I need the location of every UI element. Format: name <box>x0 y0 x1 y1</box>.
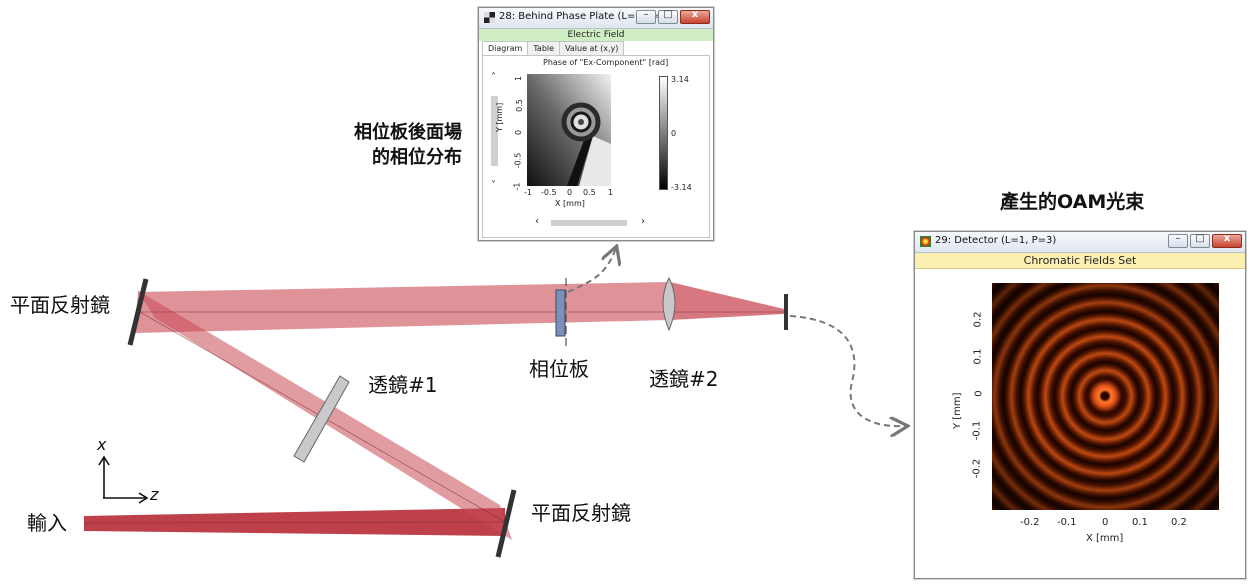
vertical-scrollbar[interactable] <box>491 96 498 166</box>
tab-table[interactable]: Table <box>527 41 561 55</box>
window-icon <box>920 236 931 247</box>
phase-y-tick: 1 <box>514 75 524 82</box>
label-axis-z: z <box>150 485 159 504</box>
minimize-icon: – <box>1175 233 1181 244</box>
minimize-button[interactable]: – <box>1168 233 1188 248</box>
detector-y-tick: -0.1 <box>971 420 983 441</box>
detector-window[interactable]: 29: Detector (L=1, P=3) – □ x Chromatic … <box>914 231 1246 579</box>
label-oam-caption: 產生的OAM光束 <box>1000 191 1145 213</box>
maximize-icon: □ <box>663 9 673 20</box>
oam-vignette <box>992 283 1219 510</box>
label-phase-caption-1: 相位板後面場 <box>354 122 462 143</box>
detector-x-tick: 0.1 <box>1132 517 1148 528</box>
detector-y-tick: -0.2 <box>971 458 983 479</box>
scroll-down-arrow[interactable]: ˅ <box>491 180 496 191</box>
detector-x-tick: 0 <box>1102 517 1109 528</box>
phase-y-label: Y [mm] <box>495 102 504 132</box>
detector-y-tick: 0.2 <box>972 311 984 328</box>
label-phase-caption-2: 的相位分布 <box>372 147 462 168</box>
beam-segment-focus <box>670 282 784 320</box>
label-axis-x: x <box>97 435 107 454</box>
lens-1 <box>293 375 350 463</box>
detector-y-tick: 0 <box>973 390 985 397</box>
label-lens-2: 透鏡#2 <box>649 367 719 391</box>
colorbar-tick-zero: 0 <box>671 129 677 138</box>
arrow-to-detector-window <box>789 315 906 426</box>
detector-x-label: X [mm] <box>1086 533 1124 544</box>
detector-y-tick: 0.1 <box>972 348 984 365</box>
phase-window-banner: Electric Field <box>479 29 713 41</box>
phase-window-tabs: Diagram Table Value at (x,y) <box>482 41 625 55</box>
close-button[interactable]: x <box>1212 233 1242 248</box>
scroll-right-arrow[interactable]: › <box>641 216 645 227</box>
phase-window[interactable]: 28: Behind Phase Plate (L=1, P=3) – □ x … <box>478 7 714 241</box>
phase-diagram-panel: Phase of "Ex-Component" [rad] ˄ ˅ Y [mm]… <box>482 55 710 238</box>
phase-y-tick: -0.5 <box>513 152 523 169</box>
axis-x-arrowhead <box>98 455 110 466</box>
phase-window-controls: – □ x <box>636 9 710 24</box>
close-button[interactable]: x <box>680 9 710 24</box>
phase-x-tick: -1 <box>524 188 532 197</box>
label-lens-1: 透鏡#1 <box>368 373 438 397</box>
phase-x-tick: 0 <box>567 188 573 197</box>
oam-intensity-map <box>992 283 1219 510</box>
detector-diagram-panel: Y [mm] 0.2 0.1 0 -0.1 -0.2 -0.2 -0.1 0 0… <box>918 269 1240 573</box>
lens-2 <box>662 276 676 332</box>
scroll-up-arrow[interactable]: ˄ <box>491 72 496 83</box>
window-icon <box>484 12 495 23</box>
phase-x-tick: 1 <box>608 188 614 197</box>
close-icon: x <box>691 9 699 20</box>
detector-window-titlebar[interactable]: 29: Detector (L=1, P=3) – □ x <box>915 232 1245 253</box>
detector-window-title: 29: Detector (L=1, P=3) <box>935 235 1057 246</box>
scroll-left-arrow[interactable]: ‹ <box>535 216 539 227</box>
phase-plot-title: Phase of "Ex-Component" [rad] <box>543 58 669 67</box>
phase-x-tick: -0.5 <box>541 188 557 197</box>
phase-window-titlebar[interactable]: 28: Behind Phase Plate (L=1, P=3) – □ x <box>479 8 713 29</box>
label-phase-plate: 相位板 <box>529 357 589 381</box>
label-mirror-top: 平面反射鏡 <box>10 293 110 317</box>
beam-segment-to-phase-plate <box>134 282 670 333</box>
input-beam <box>84 508 505 536</box>
colorbar-tick-max: 3.14 <box>671 75 689 84</box>
close-icon: x <box>1223 233 1231 244</box>
label-input: 輸入 <box>27 511 67 535</box>
plane-mirror-bottom <box>495 489 517 558</box>
horizontal-scrollbar[interactable] <box>551 220 627 226</box>
phase-x-tick: 0.5 <box>583 188 596 197</box>
detector-window-controls: – □ x <box>1168 233 1242 248</box>
phase-y-tick: 0.5 <box>514 99 524 112</box>
phase-plate <box>555 289 566 337</box>
phase-map <box>527 74 611 186</box>
phase-x-label: X [mm] <box>555 199 585 208</box>
phase-y-tick: -1 <box>512 182 522 191</box>
detector-x-tick: 0.2 <box>1171 517 1187 528</box>
minimize-button[interactable]: – <box>636 9 656 24</box>
phase-window-title: 28: Behind Phase Plate (L=1, P=3) <box>499 11 673 22</box>
colorbar-tick-min: -3.14 <box>671 183 692 192</box>
detector-x-tick: -0.2 <box>1020 517 1040 528</box>
plane-mirror-top <box>127 278 149 346</box>
maximize-button[interactable]: □ <box>658 9 678 24</box>
minimize-icon: – <box>643 9 649 20</box>
detector-x-tick: -0.1 <box>1057 517 1077 528</box>
phase-colorbar <box>659 76 668 190</box>
arrow-to-phase-window <box>567 248 616 293</box>
label-mirror-bottom: 平面反射鏡 <box>531 501 631 525</box>
maximize-button[interactable]: □ <box>1190 233 1210 248</box>
tab-value-at[interactable]: Value at (x,y) <box>559 41 625 55</box>
phase-y-tick: 0 <box>514 129 524 136</box>
tab-diagram[interactable]: Diagram <box>482 41 529 55</box>
axis-z-arrowhead <box>138 492 149 504</box>
detector-y-label: Y [mm] <box>952 392 963 429</box>
detector-window-banner: Chromatic Fields Set <box>915 253 1245 269</box>
maximize-icon: □ <box>1195 233 1205 244</box>
